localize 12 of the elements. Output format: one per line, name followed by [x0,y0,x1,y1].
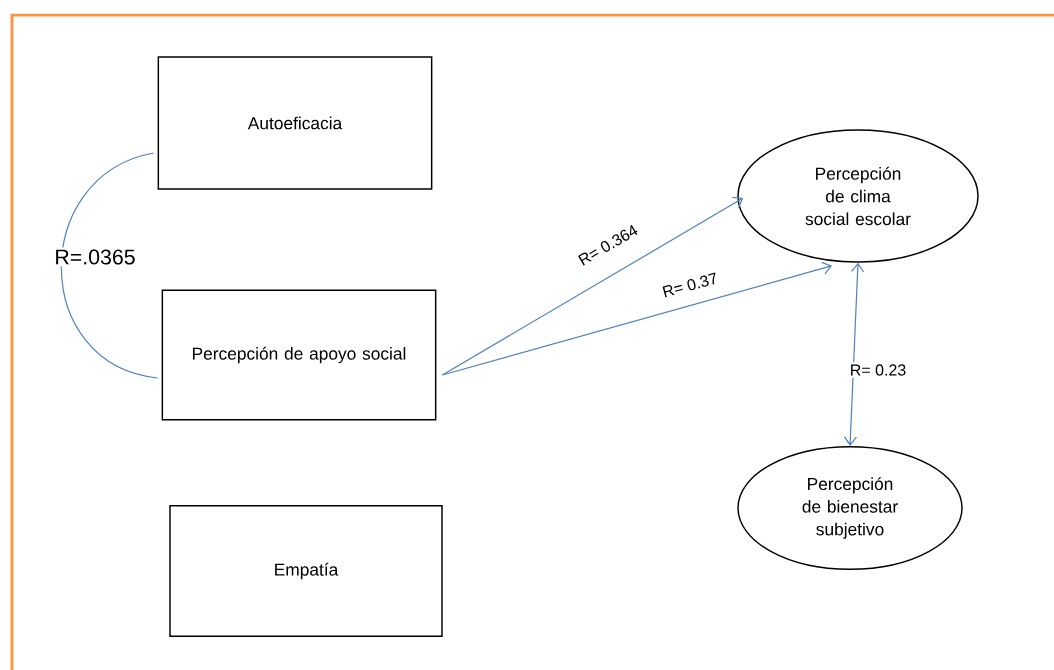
edge-label: R= 0.37 [658,269,722,301]
edge-label: R=.0365 [52,247,138,267]
edge-label: R= 0.364 [574,221,642,269]
arrow [441,196,744,376]
process-box: Percepción de apoyo social [161,289,437,421]
arrow [441,261,832,376]
edge-label: R= 0.23 [847,362,909,378]
ellipse-node: Percepción de clima social escolar [737,129,979,263]
ellipse-node: Percepción de bienestar subjetivo [737,445,963,571]
process-box: Empatía [169,504,443,638]
arrow [843,262,865,446]
process-box: Autoeficacia [157,56,433,190]
